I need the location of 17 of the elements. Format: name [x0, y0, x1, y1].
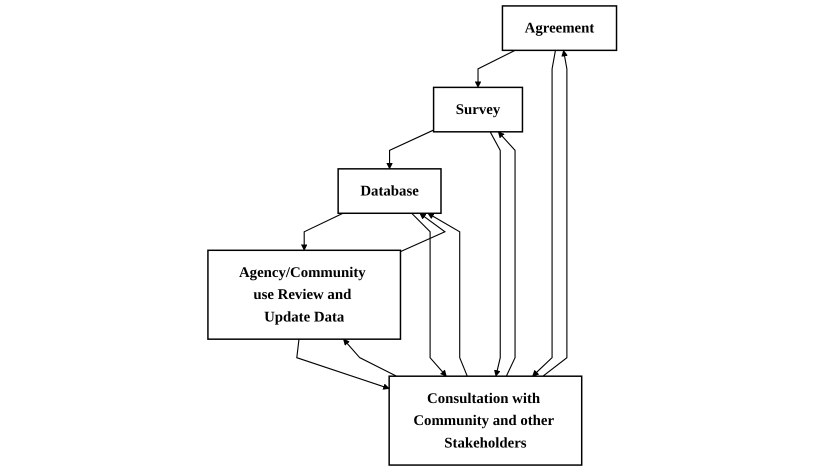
arrow [474, 50, 516, 88]
arrow [427, 212, 468, 376]
node-box: Database [337, 168, 442, 214]
arrow [532, 50, 556, 376]
arrow [300, 212, 343, 251]
arrow [400, 212, 446, 252]
arrow [542, 50, 568, 377]
arrow [411, 212, 446, 376]
arrow [498, 132, 516, 376]
arrow [296, 339, 390, 390]
node-box: Survey [432, 86, 523, 133]
arrow [489, 132, 501, 376]
arrow [342, 338, 397, 377]
node-box: Agreement [501, 5, 618, 52]
node-box: Consultation with Community and other Stakeholders [388, 375, 582, 466]
node-box: Agency/Community use Review and Update Data [206, 250, 401, 340]
arrow [386, 130, 434, 170]
